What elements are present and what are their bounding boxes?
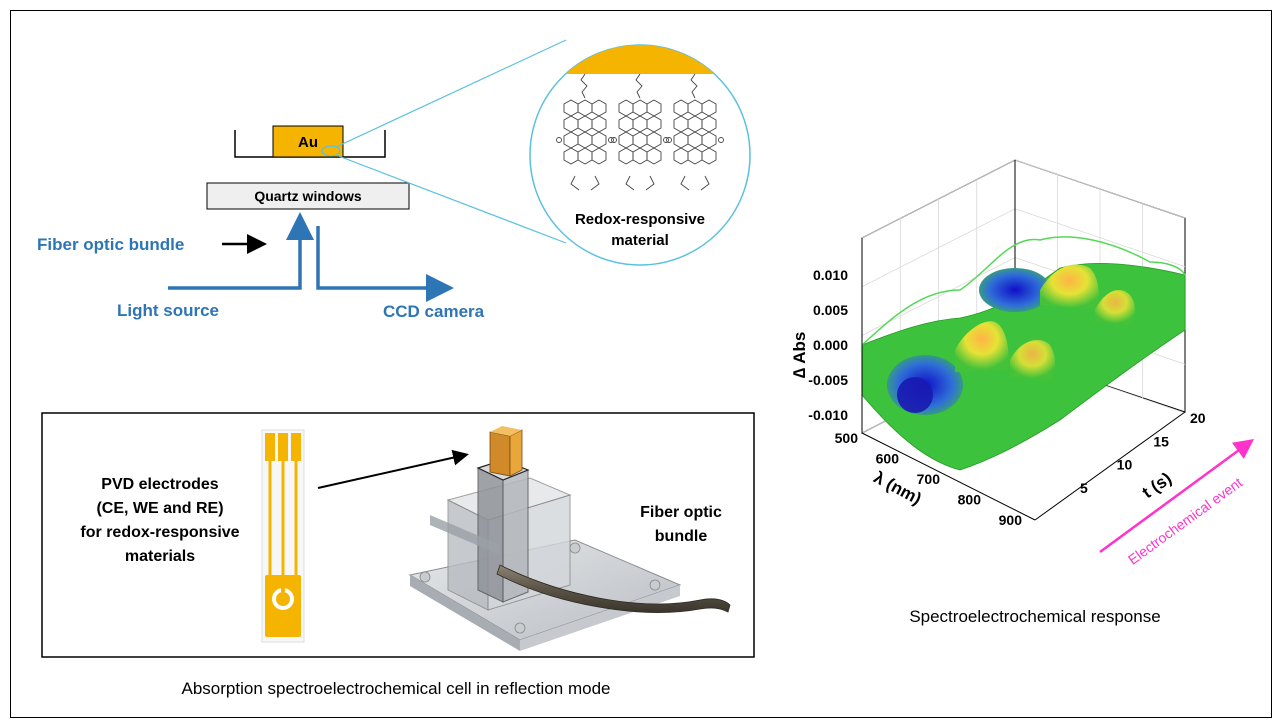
zoom-line-bottom xyxy=(335,154,567,244)
x-tick-label: 500 xyxy=(835,430,859,446)
electrode-label: Au xyxy=(298,134,318,151)
molecule-layer xyxy=(556,73,724,191)
x-axis xyxy=(861,432,1036,521)
molecule-structure xyxy=(666,73,724,191)
z-tick-label: 0.005 xyxy=(813,302,848,318)
plot-caption: Spectroelectrochemical response xyxy=(909,607,1160,626)
light-source-label: Light source xyxy=(117,301,219,320)
y-tick-label: 5 xyxy=(1080,480,1088,496)
x-tick-label: 600 xyxy=(876,451,900,467)
quartz-window-label: Quartz windows xyxy=(254,188,362,204)
x-tick-label: 800 xyxy=(958,492,982,508)
plot-surface xyxy=(861,236,1186,471)
y-axis-label: t (s) xyxy=(1139,469,1175,502)
gold-electrode xyxy=(272,125,344,158)
y-axis xyxy=(1034,411,1186,521)
fiber-optic-label-line2: bundle xyxy=(655,528,708,545)
x-tick-label: 900 xyxy=(999,512,1023,528)
z-tick-label: -0.005 xyxy=(808,372,848,388)
z-axis-label: ∆ Abs xyxy=(790,332,809,379)
ccd-camera-label: CCD camera xyxy=(383,302,485,321)
material-zoom: Redox-responsive material xyxy=(335,39,751,266)
fiber-bundle-label: Fiber optic bundle xyxy=(37,235,184,254)
y-tick-label: 10 xyxy=(1117,457,1133,473)
pvd-electrode-strip xyxy=(261,429,305,643)
z-tick-label: 0.010 xyxy=(813,267,848,283)
electrochemical-event-arrow xyxy=(1099,439,1255,554)
y-tick-label: 20 xyxy=(1190,410,1206,426)
quartz-window xyxy=(206,182,410,210)
z-tick-label: -0.010 xyxy=(808,407,848,423)
cell-panel-border xyxy=(41,412,755,658)
molecule-structure xyxy=(556,73,614,191)
electrodes-label-line2: (CE, WE and RE) xyxy=(96,500,223,517)
figure-border xyxy=(10,10,1272,718)
molecule-structure xyxy=(611,73,669,191)
optical-setup: Au Quartz windows Fiber optic bundle Lig… xyxy=(37,125,485,321)
x-tick-label: 700 xyxy=(917,471,941,487)
zoom-line-top xyxy=(335,39,567,148)
electrodes-label-line1: PVD electrodes xyxy=(101,476,218,493)
material-label-line2: material xyxy=(611,232,669,249)
fiber-optic-label-line1: Fiber optic xyxy=(640,504,722,521)
z-tick-label: 0.000 xyxy=(813,337,848,353)
gold-surface xyxy=(530,45,750,74)
surface-plot: 0.010 0.005 0.000 -0.005 -0.010 500 600 700 800… xyxy=(790,159,1255,568)
zoom-spot xyxy=(321,145,341,157)
electrode-insert-arrow xyxy=(317,449,469,489)
reflected-light-arrow xyxy=(316,226,454,302)
cell-caption: Absorption spectroelectrochemical cell i… xyxy=(182,679,611,698)
cell-panel: PVD electrodes (CE, WE and RE) for redox… xyxy=(41,412,755,658)
electrodes-label-line4: materials xyxy=(125,548,195,565)
electrodes-label-line3: for redox-responsive xyxy=(80,524,239,541)
y-tick-label: 15 xyxy=(1153,433,1169,449)
incident-light-arrow xyxy=(168,212,314,290)
material-label-line1: Redox-responsive xyxy=(575,211,705,228)
spectroelectrochemical-cell xyxy=(408,426,731,651)
